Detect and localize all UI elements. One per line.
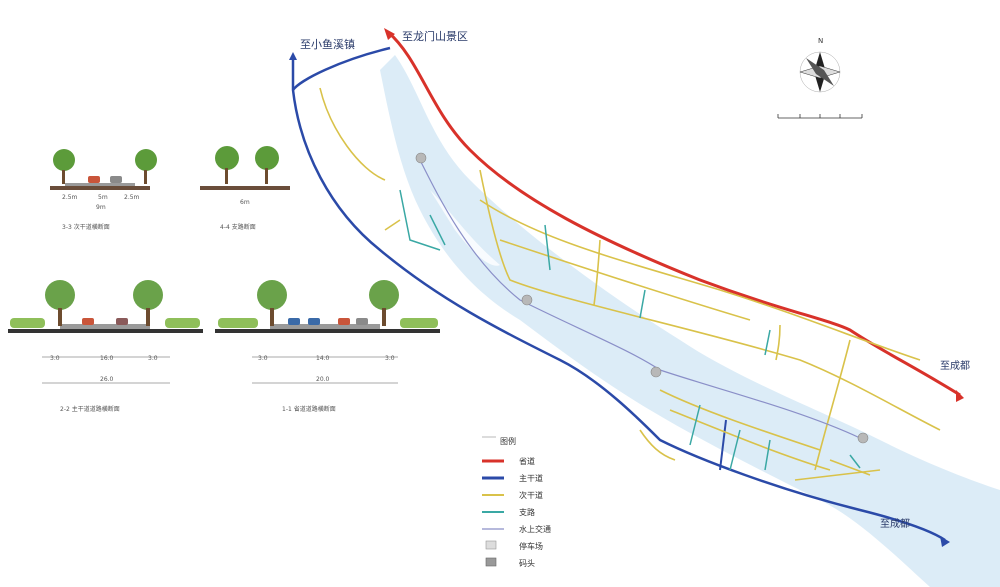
section-1-1: 3.0 14.0 3.0 20.0 1-1 省道道路横断面 xyxy=(215,280,440,413)
svg-text:3-3 次干道横断面: 3-3 次干道横断面 xyxy=(62,223,110,231)
secondary-roads xyxy=(319,87,941,481)
svg-text:26.0: 26.0 xyxy=(100,376,114,383)
branch-roads xyxy=(399,189,861,471)
svg-text:3.0: 3.0 xyxy=(50,355,60,362)
svg-text:次干道: 次干道 xyxy=(519,490,543,500)
legend-title: 图例 xyxy=(500,436,516,446)
svg-text:3.0: 3.0 xyxy=(258,355,268,362)
svg-text:2-2 主干道道路横断面: 2-2 主干道道路横断面 xyxy=(60,405,120,413)
svg-text:6m: 6m xyxy=(240,199,250,206)
label-top-left: 至小鱼溪镇 xyxy=(300,37,355,51)
svg-text:支路: 支路 xyxy=(519,507,535,517)
svg-text:3.0: 3.0 xyxy=(148,355,158,362)
svg-text:码头: 码头 xyxy=(519,558,535,568)
label-right-mid: 至成都 xyxy=(940,360,970,372)
section-4-4: 6m 4-4 支路断面 xyxy=(200,146,290,231)
svg-text:9m: 9m xyxy=(96,204,106,211)
svg-text:1-1 省道道路横断面: 1-1 省道道路横断面 xyxy=(282,405,336,413)
arrow-icon-top xyxy=(384,28,395,40)
river-islands xyxy=(430,190,500,266)
arrow-icon-left xyxy=(289,52,297,60)
arrow-icon-right xyxy=(956,390,964,402)
svg-text:2.5m: 2.5m xyxy=(62,194,78,201)
river xyxy=(380,55,1000,587)
main-road xyxy=(291,58,946,542)
water-transport-route xyxy=(419,159,861,439)
svg-text:4-4 支路断面: 4-4 支路断面 xyxy=(220,223,256,231)
svg-text:停车场: 停车场 xyxy=(519,541,543,551)
scale-bar xyxy=(777,114,863,119)
svg-text:5m: 5m xyxy=(98,194,108,201)
svg-text:20.0: 20.0 xyxy=(316,376,330,383)
section-2-2: 3.0 16.0 3.0 26.0 2-2 主干道道路横断面 xyxy=(8,280,203,413)
svg-text:省道: 省道 xyxy=(519,456,535,466)
compass-rose-icon: N xyxy=(799,37,841,93)
svg-text:3.0: 3.0 xyxy=(385,355,395,362)
legend: 图例 省道 主干道 次干道 支路 水上交通 停车场 码头 xyxy=(482,436,551,568)
svg-text:水上交通: 水上交通 xyxy=(519,524,551,534)
label-bottom-right: 至成都 xyxy=(880,518,910,530)
svg-text:2.5m: 2.5m xyxy=(124,194,140,201)
section-3-3: 2.5m 5m 2.5m 9m 3-3 次干道横断面 xyxy=(50,149,157,231)
pier-markers xyxy=(415,152,869,444)
svg-text:16.0: 16.0 xyxy=(100,355,114,362)
svg-text:N: N xyxy=(818,37,823,45)
arrow-icon-bottom xyxy=(940,536,950,547)
main-road-cross xyxy=(719,419,727,471)
svg-text:14.0: 14.0 xyxy=(316,355,330,362)
svg-text:主干道: 主干道 xyxy=(519,473,543,483)
label-top-center: 至龙门山景区 xyxy=(402,29,468,43)
main-road-north xyxy=(291,46,391,91)
